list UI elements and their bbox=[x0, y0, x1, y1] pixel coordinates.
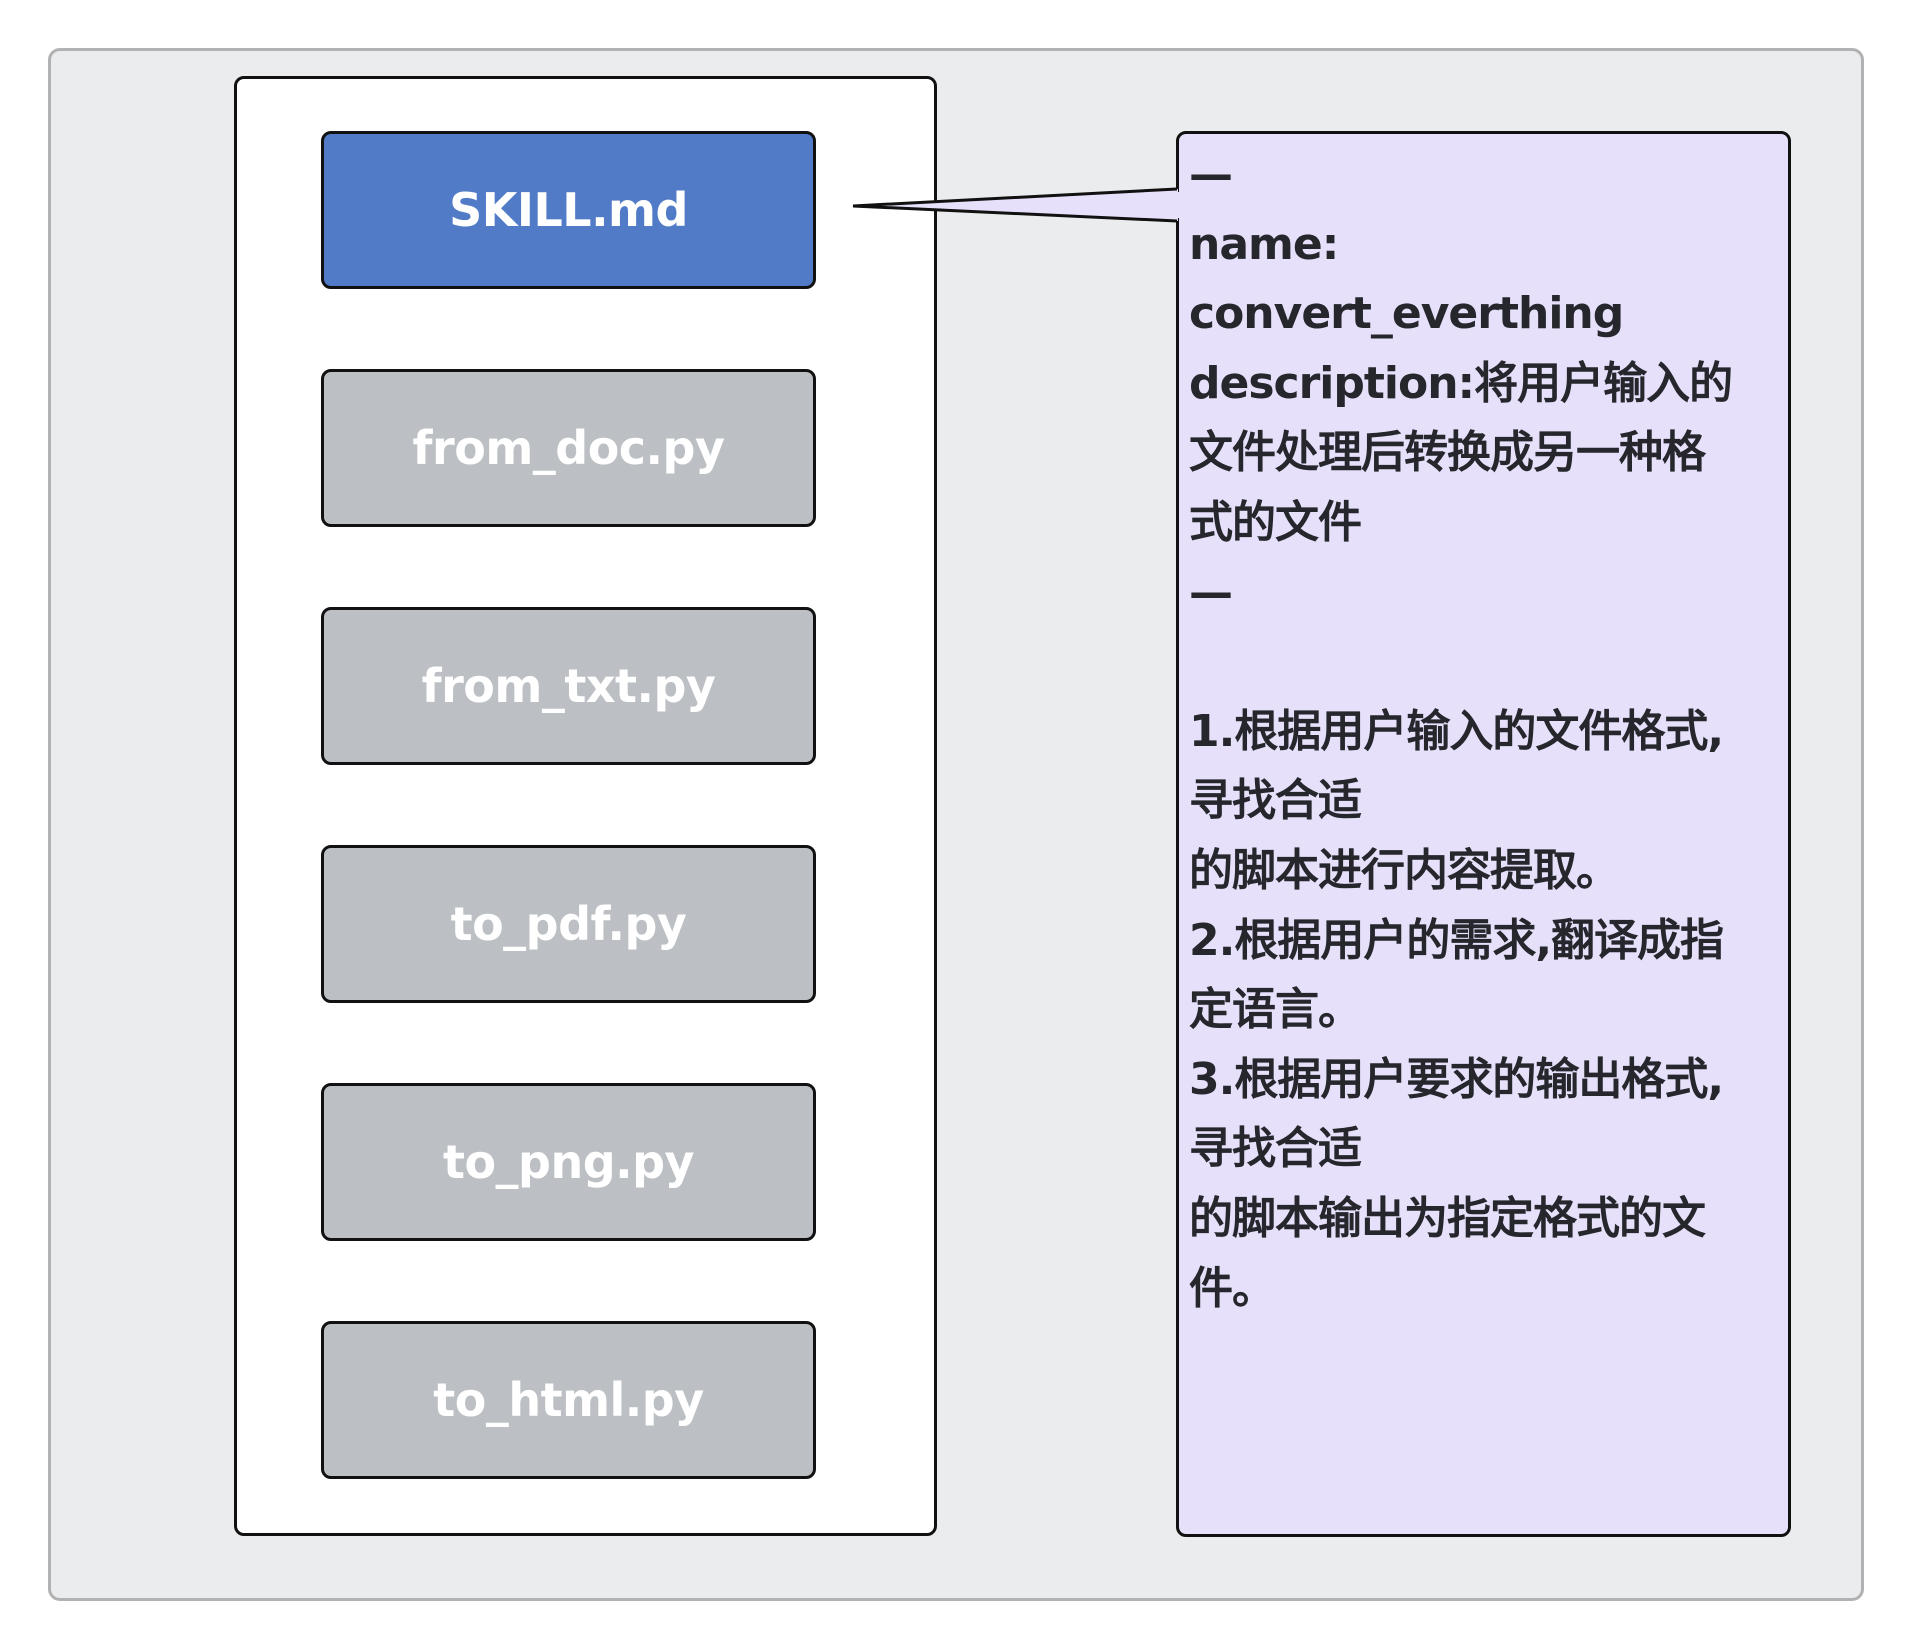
note-content: — name: convert_everthing description:将用… bbox=[1189, 140, 1789, 1323]
file-to-pdf[interactable]: to_pdf.py bbox=[321, 845, 816, 1003]
file-label: SKILL.md bbox=[449, 183, 688, 237]
file-skill-md[interactable]: SKILL.md bbox=[321, 131, 816, 289]
file-label: to_pdf.py bbox=[450, 897, 687, 951]
frontmatter-close: — bbox=[1189, 566, 1233, 618]
file-label: to_png.py bbox=[442, 1135, 695, 1189]
note-line: 的脚本输出为指定格式的文 bbox=[1189, 1192, 1706, 1244]
note-line: 2.根据用户的需求,翻译成指 bbox=[1189, 914, 1724, 966]
file-label: from_doc.py bbox=[412, 421, 725, 475]
note-line: convert_everthing bbox=[1189, 288, 1624, 340]
note-line: 定语言。 bbox=[1189, 984, 1362, 1036]
skill-folder-panel bbox=[234, 76, 937, 1536]
file-label: from_txt.py bbox=[421, 659, 716, 713]
file-label: to_html.py bbox=[433, 1373, 704, 1427]
note-line: 寻找合适 bbox=[1189, 1123, 1362, 1175]
file-to-png[interactable]: to_png.py bbox=[321, 1083, 816, 1241]
note-line: 的脚本进行内容提取。 bbox=[1189, 844, 1620, 896]
frontmatter-open: — bbox=[1189, 149, 1233, 200]
note-blank-line bbox=[1189, 627, 1789, 697]
file-to-html[interactable]: to_html.py bbox=[321, 1321, 816, 1479]
skill-md-callout-note bbox=[1176, 131, 1791, 1537]
note-line: 寻找合适 bbox=[1189, 775, 1362, 827]
note-line: description:将用户输入的 bbox=[1189, 357, 1733, 409]
note-line: name: bbox=[1189, 218, 1339, 270]
note-line: 式的文件 bbox=[1189, 496, 1362, 548]
note-line: 件。 bbox=[1189, 1262, 1276, 1314]
note-line: 1.根据用户输入的文件格式, bbox=[1189, 705, 1724, 757]
file-from-txt[interactable]: from_txt.py bbox=[321, 607, 816, 765]
note-line: 文件处理后转换成另一种格 bbox=[1189, 427, 1706, 479]
note-line: 3.根据用户要求的输出格式, bbox=[1189, 1053, 1724, 1105]
file-from-doc[interactable]: from_doc.py bbox=[321, 369, 816, 527]
